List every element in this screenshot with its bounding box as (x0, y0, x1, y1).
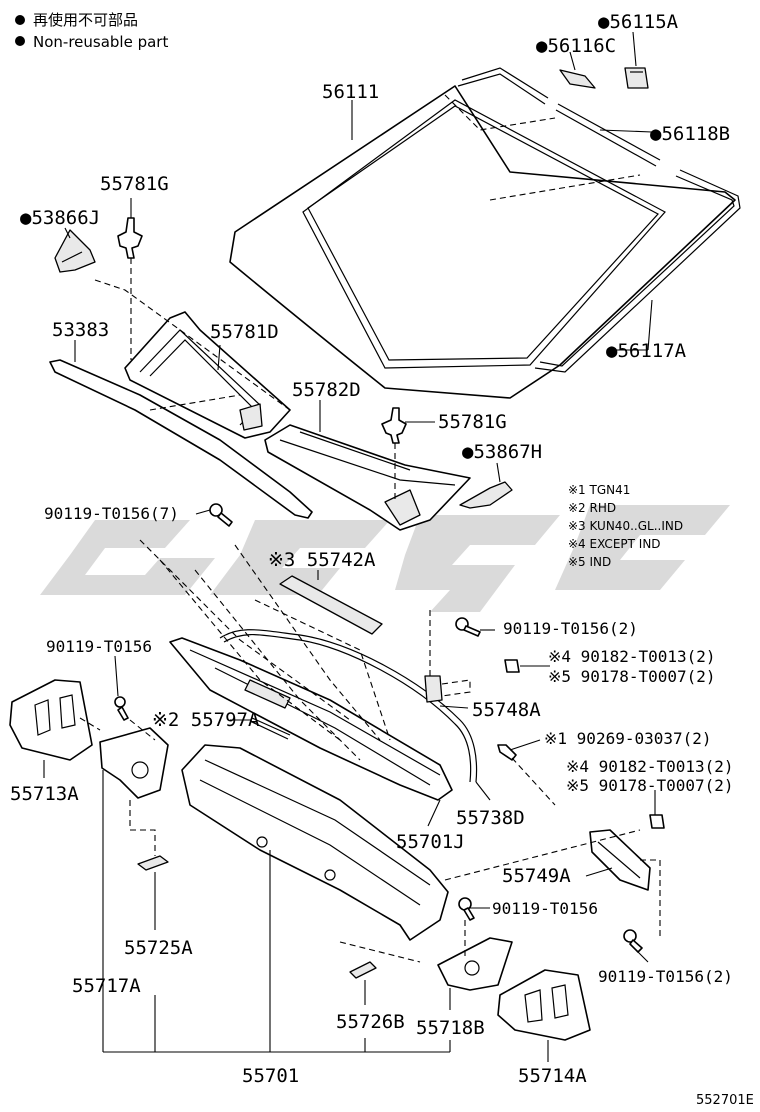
part-90119-T0156-bolt-right-b (623, 929, 643, 953)
bullet-icon (15, 36, 25, 46)
part-90119-T0156-bolt-right-a (455, 617, 481, 637)
label-55781D: 55781D (210, 321, 279, 343)
part-90119-T0156-bolt-mid (458, 897, 475, 921)
label-55726B: 55726B (336, 1011, 405, 1033)
part-53867H-bracket (459, 481, 513, 509)
label-55797A: ※2 55797A (152, 709, 260, 731)
part-56117A-moulding (457, 67, 741, 373)
part-55718B-bracket (437, 937, 513, 991)
legend: 再使用不可部品 Non-reusable part (15, 11, 168, 51)
part-90119-T0156-bolt-top (209, 503, 233, 527)
part-55797A-strip (251, 717, 291, 740)
label-90119-T0156-mid: 90119-T0156 (492, 899, 598, 918)
label-55782D: 55782D (292, 379, 361, 401)
label-53867H: ●53867H (462, 441, 542, 463)
label-56118B: ●56118B (650, 123, 730, 145)
part-55701-cowl-lower (181, 744, 449, 941)
label-56111: 56111 (322, 81, 379, 103)
part-55714A-bracket (497, 969, 591, 1041)
part-55738D-harness (219, 629, 478, 783)
part-55701J-cowl-panel (169, 637, 453, 801)
diagram-code: 552701E (696, 1093, 754, 1108)
note-2: ※2 RHD (568, 501, 616, 515)
leader-lines (43, 31, 656, 1062)
legend-en: Non-reusable part (33, 33, 168, 51)
part-55713A-bracket (9, 679, 93, 761)
part-53866J-bracket (54, 229, 96, 273)
label-55718B: 55718B (416, 1017, 485, 1039)
label-56115A: ●56115A (598, 11, 679, 33)
part-55782D-louver (264, 424, 471, 531)
label-55717A: 55717A (72, 975, 141, 997)
bullet-icon (15, 15, 25, 25)
note-1: ※1 TGN41 (568, 483, 630, 497)
part-55717A-bracket (99, 727, 169, 799)
label-53866J: ●53866J (20, 207, 100, 229)
label-90178-T0007-b: ※5 90178-T0007(2) (566, 776, 734, 795)
label-56116C: ●56116C (536, 35, 616, 57)
part-55749A-bracket (589, 829, 651, 891)
note-4: ※4 EXCEPT IND (568, 537, 661, 551)
label-55748A: 55748A (472, 699, 541, 721)
label-90119-T0156-left: 90119-T0156 (46, 637, 152, 656)
watermark-logo (40, 505, 730, 612)
label-90119-T0156-2b: 90119-T0156(2) (598, 967, 733, 986)
label-90182-T0013-b: ※4 90182-T0013(2) (566, 757, 734, 776)
part-55726B-plate (349, 961, 377, 979)
label-55701J: 55701J (396, 831, 465, 853)
label-90178-T0007-a: ※5 90178-T0007(2) (548, 667, 716, 686)
label-90182-T0013-a: ※4 90182-T0013(2) (548, 647, 716, 666)
label-90119-T0156-2a: 90119-T0156(2) (503, 619, 638, 638)
label-90269-03037: ※1 90269-03037(2) (544, 729, 712, 748)
label-55781G-top: 55781G (100, 173, 169, 195)
legend-jp: 再使用不可部品 (33, 11, 138, 29)
part-55725A-plate (137, 855, 169, 871)
part-53383-seal (49, 359, 313, 519)
label-55701: 55701 (242, 1065, 299, 1087)
label-53383: 53383 (52, 319, 109, 341)
part-90182-T0013-nut-a (504, 659, 520, 673)
label-55742A: ※3 55742A (268, 549, 376, 571)
part-55781G-clip-top (117, 217, 143, 259)
applicability-notes: ※1 TGN41 ※2 RHD ※3 KUN40..GL..IND ※4 EXC… (568, 483, 683, 569)
part-90269-03037-clip (497, 744, 556, 806)
note-5: ※5 IND (568, 555, 611, 569)
label-55713A: 55713A (10, 783, 79, 805)
dashed-lines (79, 258, 661, 963)
label-55749A: 55749A (502, 865, 571, 887)
label-55725A: 55725A (124, 937, 193, 959)
label-55738D: 55738D (456, 807, 525, 829)
part-56116C-clip (559, 69, 596, 89)
part-55748A-bracket (424, 675, 443, 703)
note-3: ※3 KUN40..GL..IND (568, 519, 683, 533)
part-56115A-clip (624, 67, 649, 89)
label-56117A: ●56117A (606, 340, 687, 362)
label-55714A: 55714A (518, 1065, 587, 1087)
part-labels: ●56115A ●56116C 56111 ●56118B 55781G ●53… (10, 11, 734, 1087)
part-55781G-clip-mid (381, 407, 407, 444)
part-55742A-insulator (279, 575, 383, 635)
part-90119-T0156-bolt-left (114, 696, 129, 721)
part-90182-T0013-nut-b (649, 814, 665, 829)
label-90119-T0156-7: 90119-T0156(7) (44, 504, 179, 523)
label-55781G-mid: 55781G (438, 411, 507, 433)
